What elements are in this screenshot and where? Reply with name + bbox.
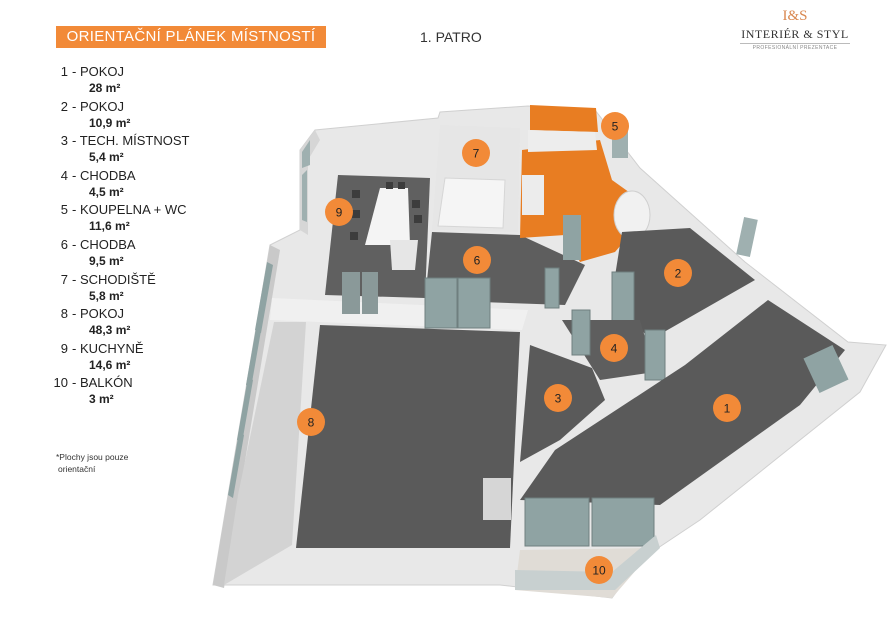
legend-room-area: 11,6 m² [89,219,130,234]
legend-room-area: 5,8 m² [89,288,124,303]
badge-number: 7 [473,147,480,161]
legend-room-name: - CHODBA [72,167,136,183]
room-legend: 1- POKOJ 28 m² 2- POKOJ 10,9 m² 3- TECH.… [36,64,236,410]
legend-room-area: 28 m² [89,81,121,95]
kitchen-window-panels [302,140,310,222]
logo-divider [740,43,850,44]
note-line: orientační [58,464,96,474]
legend-room-area: 9,5 m² [89,253,124,268]
room-2-window [736,216,758,258]
legend-item: 6- CHODBA 9,5 m² [36,237,236,272]
wall-pillar [483,478,511,520]
badge-number: 1 [724,402,731,416]
room-badge-5: 5 [601,112,629,140]
legend-room-area: 4,5 m² [89,184,124,199]
stair-treads [437,177,506,229]
balcony-glass-doors [524,497,655,547]
room-8-floor [296,325,520,548]
badge-number: 8 [308,416,315,430]
legend-room-area: 3 m² [89,392,114,407]
legend-room-name: - SCHODIŠTĚ [72,271,156,287]
room-5-bathroom [520,140,640,262]
legend-room-name: - POKOJ [72,98,125,114]
corridor-door [424,277,491,329]
logo-name: INTERIÉR & STYL [741,27,849,41]
legend-item: 3- TECH. MÍSTNOST 5,4 m² [36,133,236,168]
legend-number: 8 [60,306,68,322]
bathroom-upper [530,105,598,132]
legend-number: 6 [60,236,68,252]
room-2-door [611,271,635,323]
legend-room-area: 48,3 m² [89,323,131,338]
dining-chairs [350,182,422,240]
badge-number: 10 [592,564,606,578]
area-note: *Plochy jsou pouze orientační [56,451,128,475]
legend-number: 10 [53,375,68,391]
legend-room-name: - POKOJ [72,64,125,79]
legend-room-name: - BALKÓN [72,375,133,391]
bathroom-door [563,215,581,260]
room-badge-8: 8 [297,408,325,436]
legend-number: 4 [60,167,68,183]
legend-room-area: 5,4 m² [89,150,124,165]
legend-number: 5 [60,202,68,218]
bathroom-vanity [528,130,597,152]
legend-room-name: - TECH. MÍSTNOST [72,133,190,149]
legend-item: 8- POKOJ 48,3 m² [36,306,236,341]
room-badge-6: 6 [463,246,491,274]
legend-number: 7 [60,271,68,287]
room-badge-10: 10 [585,556,613,584]
room-badge-1: 1 [713,394,741,422]
legend-number: 2 [60,98,68,114]
room-badge-3: 3 [544,384,572,412]
legend-number: 1 [60,64,68,79]
legend-item: 1 - POKOJ 28 m² [36,64,236,99]
badge-number: 3 [555,392,562,406]
brand-logo: I&S INTERIÉR & STYL PROFESIONÁLNÍ PREZEN… [730,8,860,58]
note-line: *Plochy jsou pouze [56,452,129,462]
kitchen-door [342,272,378,314]
legend-item: 10- BALKÓN 3 m² [36,375,236,410]
room-1-window [803,345,849,393]
legend-room-name: - KUCHYNĚ [72,340,144,356]
legend-room-name: - CHODBA [72,236,136,252]
legend-room-name: - POKOJ [72,306,125,322]
badge-number: 6 [474,254,481,268]
kitchen-island [365,188,410,245]
room-4-doors [544,267,666,381]
kitchen-counter [390,240,418,270]
badge-number: 2 [675,267,682,281]
legend-room-area: 14,6 m² [89,357,131,372]
legend-item: 7- SCHODIŠTĚ 5,8 m² [36,272,236,307]
room-badge-2: 2 [664,259,692,287]
room-1-floor [520,300,845,505]
balcony-railing [515,535,660,590]
page-title: ORIENTAČNÍ PLÁNEK MÍSTNOSTÍ [56,26,326,48]
room-badge-9: 9 [325,198,353,226]
badge-number: 5 [612,120,619,134]
legend-room-name: - KOUPELNA + WC [72,202,187,218]
left-glass-panels [228,262,273,498]
floor-label: 1. PATRO [420,29,482,45]
room-badge-4: 4 [600,334,628,362]
legend-number: 3 [60,133,68,149]
bathroom-fixture [522,175,544,215]
legend-item: 4- CHODBA 4,5 m² [36,168,236,203]
badge-number: 9 [336,206,343,220]
legend-room-area: 10,9 m² [89,115,131,130]
room-badge-7: 7 [462,139,490,167]
logo-tagline: PROFESIONÁLNÍ PREZENTACE [752,45,838,51]
logo-monogram: I&S [782,8,808,24]
room-8-side-strip [224,322,306,585]
legend-item: 5- KOUPELNA + WC 11,6 m² [36,202,236,237]
badge-number: 4 [611,342,618,356]
legend-number: 9 [60,340,68,356]
legend-item: 2- POKOJ 10,9 m² [36,99,236,134]
legend-item: 9- KUCHYNĚ 14,6 m² [36,341,236,376]
